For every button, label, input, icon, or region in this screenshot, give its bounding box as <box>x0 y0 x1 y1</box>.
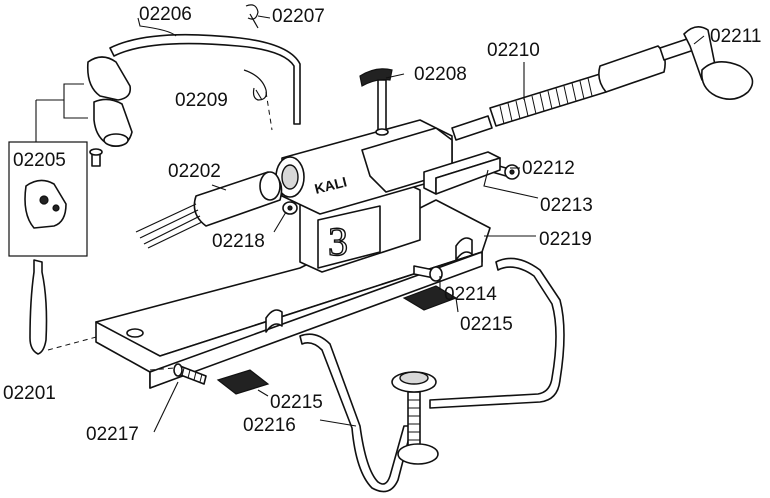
model-number-stamp: 3 <box>328 219 348 264</box>
label-02215-left: 02215 <box>270 392 323 413</box>
label-02208: 02208 <box>414 64 467 85</box>
clamp-frame <box>299 257 565 493</box>
wire-arm <box>86 33 301 148</box>
label-02201: 02201 <box>3 383 56 404</box>
tension-spring <box>243 69 273 131</box>
bolt-02217 <box>149 363 207 385</box>
t-handle-screw <box>359 68 393 136</box>
part-labels: 02206 02207 02209 02205 02202 02218 0220… <box>3 4 761 445</box>
label-02214: 02214 <box>444 284 497 305</box>
crank-handle <box>683 26 754 100</box>
spring-clip <box>245 4 259 29</box>
blade-bracket <box>423 151 501 195</box>
screw-02218 <box>282 201 298 215</box>
pick-tool <box>29 259 101 355</box>
label-02217: 02217 <box>86 424 139 445</box>
threaded-spindle <box>451 37 695 141</box>
label-02210: 02210 <box>487 40 540 61</box>
main-body: 3 KALI <box>275 119 453 273</box>
label-02219: 02219 <box>539 229 592 250</box>
label-02206: 02206 <box>139 4 192 25</box>
label-02213: 02213 <box>540 195 593 216</box>
label-02218: 02218 <box>212 231 265 252</box>
brand-stamp: KALI <box>313 173 349 196</box>
label-02215-right: 02215 <box>460 314 513 335</box>
rubber-pad-left <box>216 369 270 395</box>
label-02211: 02211 <box>710 26 761 47</box>
label-02205: 02205 <box>13 150 66 171</box>
label-02207: 02207 <box>272 6 325 27</box>
label-02216: 02216 <box>243 415 296 436</box>
parts-inset-box <box>8 83 103 257</box>
label-02212: 02212 <box>522 158 575 179</box>
label-02202: 02202 <box>168 161 221 182</box>
fork-handle <box>135 171 283 249</box>
label-02209: 02209 <box>175 90 228 111</box>
leader-lines <box>137 15 705 433</box>
screw-02214 <box>413 265 443 282</box>
